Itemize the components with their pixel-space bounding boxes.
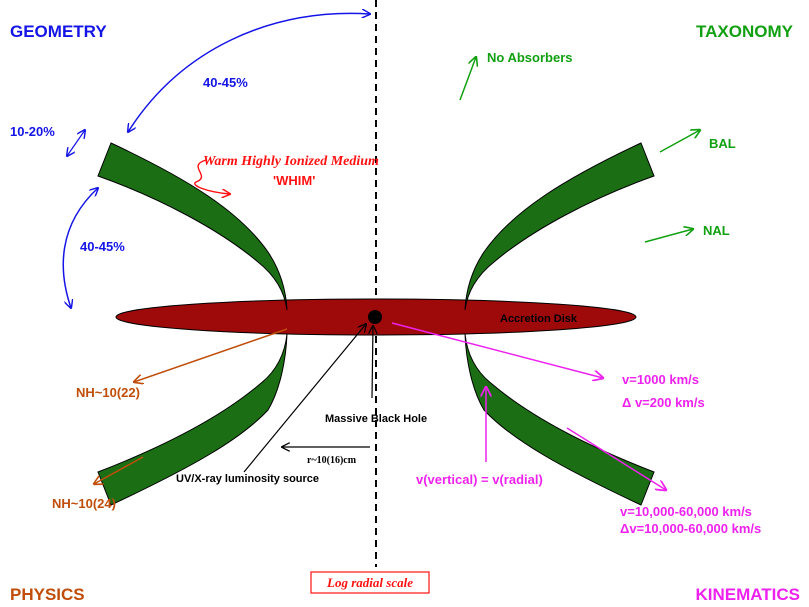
upper-angle-label: 40-45% (203, 75, 248, 90)
scale-note-label: Log radial scale (326, 575, 413, 590)
black-hole-pointer-arrow (372, 326, 373, 399)
black-hole-label: Massive Black Hole (325, 413, 427, 425)
nh-lower-label: NH~10(24) (52, 496, 116, 511)
radius-label: r~10(16)cm (307, 455, 357, 466)
whim-title: Warm Highly Ionized Medium (203, 154, 379, 169)
luminosity-source-label: UV/X-ray luminosity source (176, 473, 319, 485)
bal-arrow (659, 130, 700, 153)
cone-width-arrow (67, 130, 85, 156)
v2-label: v=10,000-60,000 km/s (620, 504, 752, 519)
wind-cone-lower-right (464, 333, 655, 506)
dv1-label: Δ v=200 km/s (622, 395, 705, 410)
bal-label: BAL (709, 136, 736, 151)
nh-upper-label: NH~10(22) (76, 385, 140, 400)
whim-abbrev: 'WHIM' (273, 173, 315, 188)
corner-label-physics: PHYSICS (10, 585, 85, 604)
no-absorbers-arrow (459, 57, 476, 101)
luminosity-source-pointer-arrow (243, 324, 366, 473)
wind-cone-upper-left (97, 142, 288, 311)
nh-upper-arrow (134, 328, 288, 382)
v1-label: v=1000 km/s (622, 372, 699, 387)
scale-note-box (310, 571, 430, 594)
no-absorbers-label: No Absorbers (487, 50, 572, 65)
nal-label: NAL (703, 223, 730, 238)
vertical-velocity-label: v(vertical) = v(radial) (416, 472, 543, 487)
upper-angle-arc (128, 13, 370, 132)
wind-cone-upper-right (464, 142, 655, 311)
velocity-outflow-arrow (566, 427, 666, 490)
corner-label-kinematics: KINEMATICS (695, 585, 800, 604)
accretion-disk-label: Accretion Disk (500, 313, 578, 325)
dv2-label: Δv=10,000-60,000 km/s (620, 521, 761, 536)
wind-cone-lower-left (97, 333, 288, 506)
nh-lower-arrow (94, 456, 144, 484)
corner-label-taxonomy: TAXONOMY (696, 22, 794, 41)
nal-arrow (644, 229, 693, 243)
black-hole (368, 310, 382, 324)
cone-width-label: 10-20% (10, 124, 55, 139)
whim-pointer-arrow (194, 159, 230, 194)
corner-label-geometry: GEOMETRY (10, 22, 107, 41)
velocity-radial-arrow (391, 322, 603, 378)
lower-angle-label: 40-45% (80, 239, 125, 254)
lower-angle-arc (62, 188, 98, 308)
